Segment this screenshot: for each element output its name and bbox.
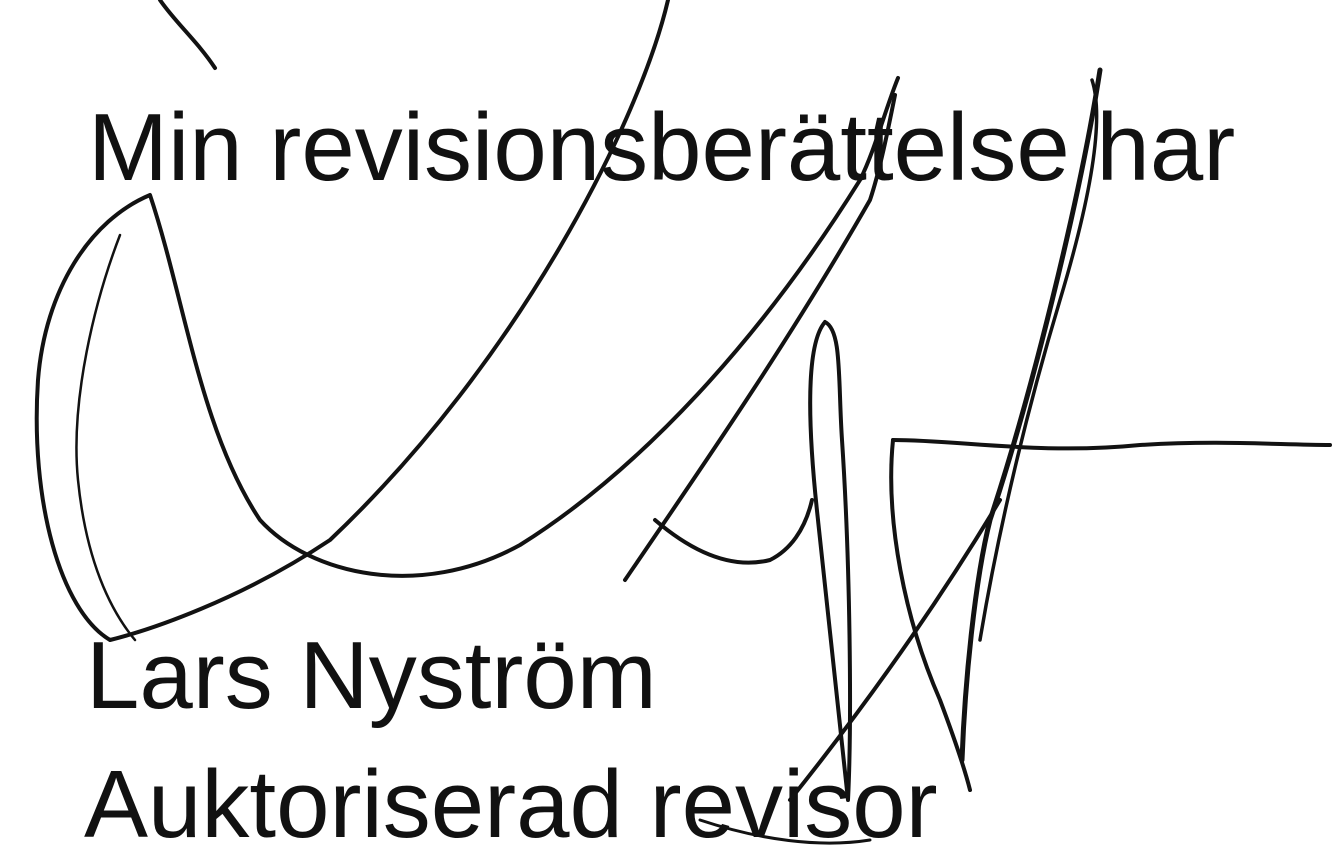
signature-stroke-tick [158,0,217,70]
signer-name: Lars Nyström [86,622,657,729]
signer-title: Auktoriserad revisor [84,751,938,851]
signature-stroke-descender [889,438,972,792]
signature-stroke-hook [653,498,814,565]
statement-line: Min revisionsberättelse har [88,94,1236,201]
signature-stroke-bar [891,438,1332,451]
signature-stroke-inner [75,233,137,642]
signature-stroke-teardrop [808,320,852,802]
